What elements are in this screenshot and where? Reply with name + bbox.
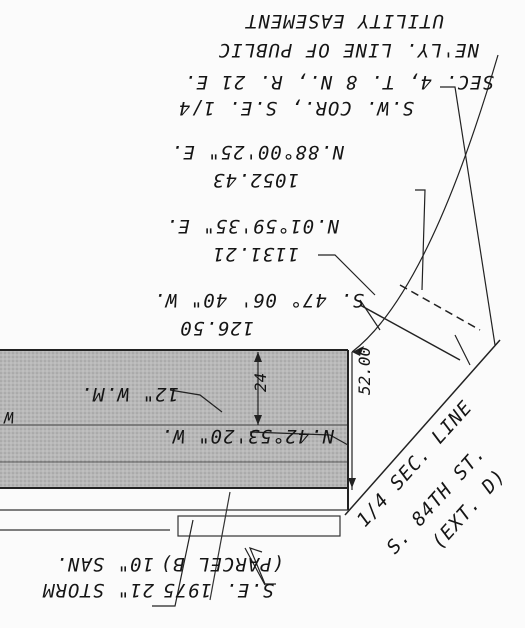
utility-easement-label: UTILITY EASEMENT [244,10,444,32]
quarter-section-line [344,339,501,516]
distance-3-label: 126.50 [179,317,254,339]
se-number-label: S.E. 1975 [162,579,274,601]
parcel-label: (PARCEL B) [160,553,284,575]
bearing-3-label: S. 47° 06' 40" W. [153,289,364,311]
bearing-1-label: N.88°00'25" E. [170,141,345,163]
storm-sewer-label: 21" STORM [42,579,154,601]
sanitary-sewer-label: 10" SAN. [54,553,154,575]
water-main-label: 12" W.M. [79,383,179,405]
bearing-2-label: N.01°59'35" E. [165,215,340,237]
dimension-24-label: 24 [251,373,270,392]
water-line-marker: W [3,408,14,427]
bearing-4-label: N.42°53'20" W. [160,425,335,447]
section-ref-label: SEC. 4, T. 8 N., R. 21 E. [183,71,494,93]
corner-ref-label: S.W. COR., S.E. 1/4 [178,97,414,119]
easement-shading [0,350,348,488]
public-line-label: NE'LY. LINE OF PUBLIC [218,39,480,61]
distance-2-label: 1131.21 [212,243,299,265]
distance-1-label: 1052.43 [212,169,299,191]
dimension-52-label: 52.00 [355,347,374,395]
